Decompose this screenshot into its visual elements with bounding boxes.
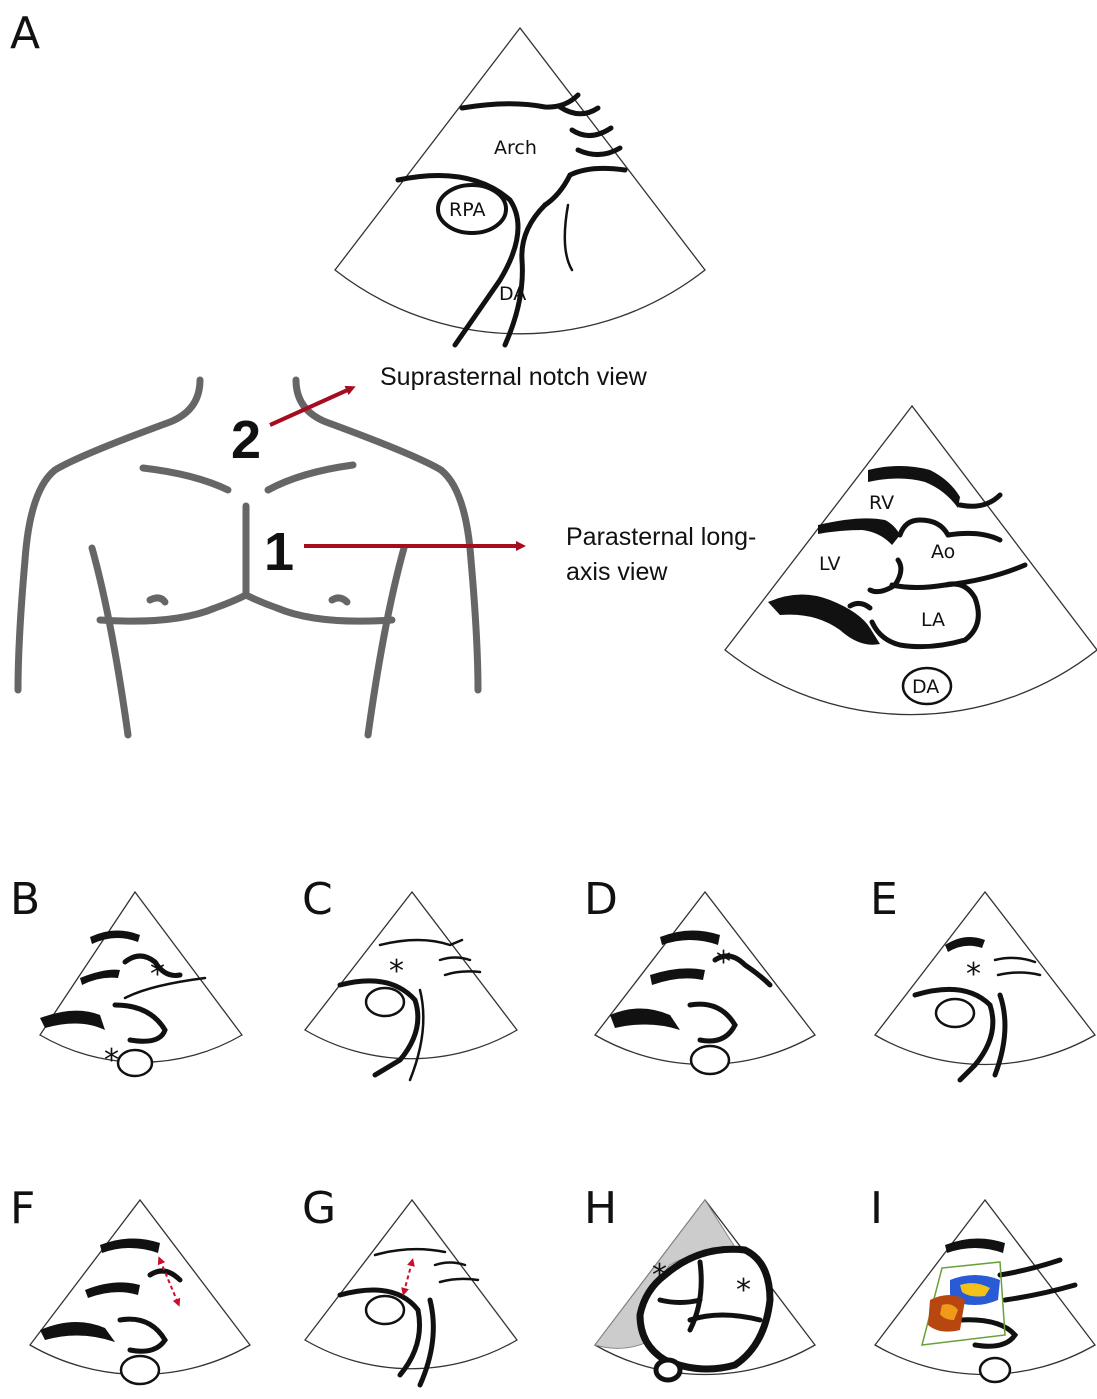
- panel-b-diagram: * *: [40, 892, 242, 1078]
- label-da-ssn: DA: [499, 283, 526, 305]
- asterisk-c: *: [389, 954, 404, 989]
- panel-letter-b: B: [10, 874, 40, 925]
- panel-letter-g: G: [302, 1183, 336, 1234]
- panel-i-diagram: [875, 1200, 1095, 1382]
- panel-letter-e: E: [870, 874, 898, 925]
- label-ao: Ao: [931, 541, 955, 563]
- panel-letter-a: A: [10, 8, 40, 59]
- label-suprasternal-view: Suprasternal notch view: [380, 363, 648, 391]
- panel-c-diagram: *: [305, 892, 517, 1080]
- asterisk-b1: *: [150, 957, 165, 992]
- label-la: LA: [921, 609, 945, 631]
- panel-g-diagram: [305, 1200, 517, 1385]
- arrow-to-suprasternal: [270, 388, 352, 425]
- panel-letter-f: F: [10, 1183, 35, 1234]
- asterisk-h2: *: [736, 1273, 751, 1308]
- suprasternal-notch-diagram: Arch RPA DA: [335, 28, 705, 345]
- label-parasternal-view-1: Parasternal long-: [566, 523, 756, 551]
- label-lv: LV: [819, 553, 841, 575]
- panel-f-diagram: [30, 1200, 250, 1384]
- plax-sector: [725, 406, 1097, 715]
- panel-d-diagram: *: [595, 892, 815, 1074]
- panel-h-diagram: * *: [595, 1200, 815, 1380]
- parasternal-long-axis-diagram: RV Ao LV LA DA: [725, 406, 1097, 715]
- panel-letter-c: C: [302, 874, 333, 925]
- asterisk-b2: *: [104, 1043, 119, 1078]
- label-arch: Arch: [494, 137, 537, 159]
- label-rpa: RPA: [449, 199, 485, 221]
- asterisk-e: *: [966, 957, 981, 992]
- label-da-plax: DA: [912, 676, 939, 698]
- panel-letter-h: H: [584, 1183, 617, 1234]
- marker-2: 2: [231, 410, 261, 470]
- panel-e-diagram: *: [875, 892, 1095, 1080]
- panel-letter-i: I: [870, 1183, 883, 1234]
- asterisk-d: *: [716, 945, 731, 980]
- label-parasternal-view-2: axis view: [566, 558, 668, 586]
- label-rv: RV: [869, 492, 894, 514]
- panel-letter-d: D: [584, 874, 618, 925]
- marker-1: 1: [264, 522, 294, 582]
- asterisk-h1: *: [652, 1258, 667, 1293]
